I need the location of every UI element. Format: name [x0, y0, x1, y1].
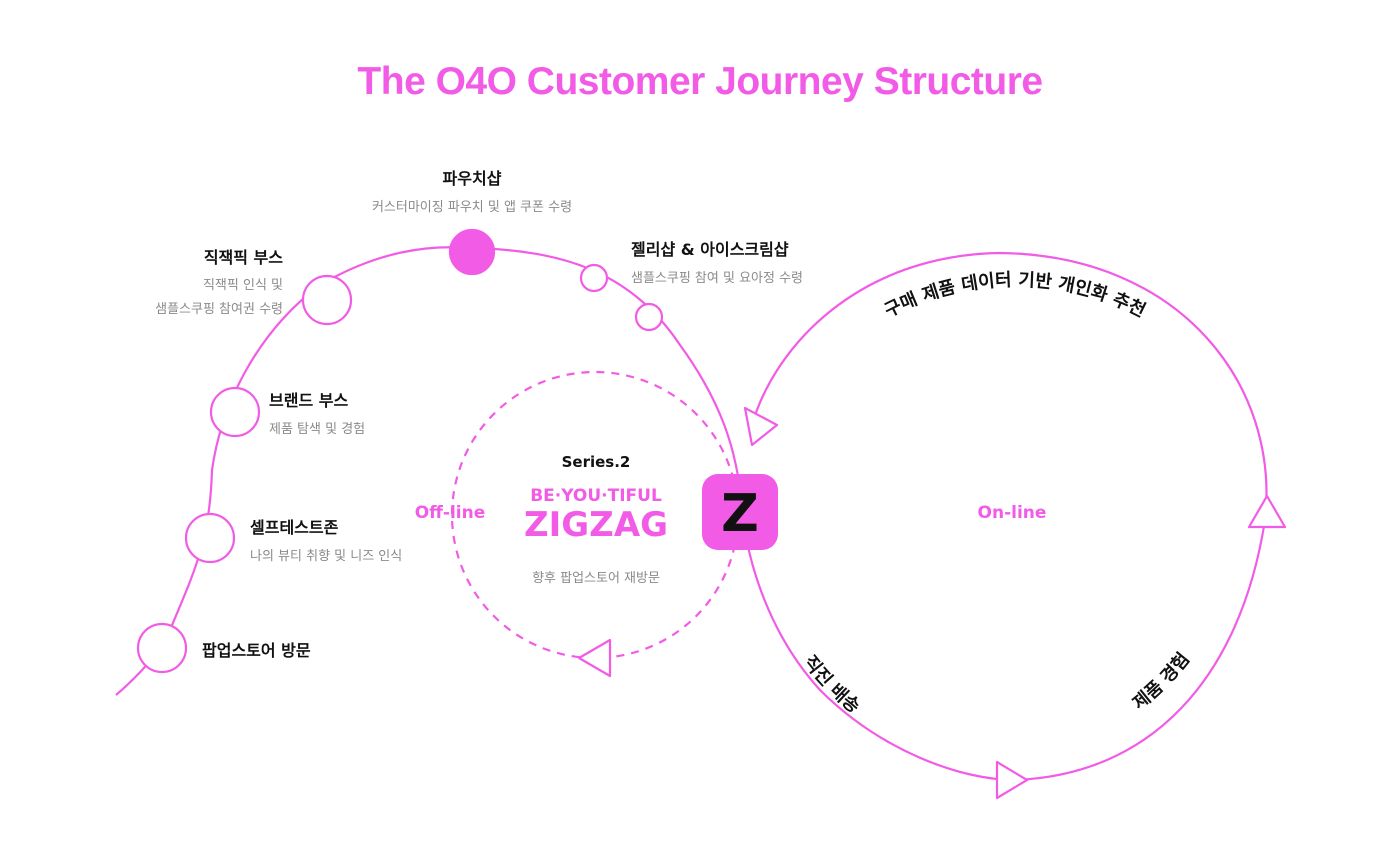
zigzag-logo-line2: ZIGZAG [524, 505, 668, 545]
zigzag-app-icon: Z [702, 474, 778, 550]
arc-label-delivery: 직진 배송 [799, 652, 864, 718]
offline-journey-arc [115, 246, 1268, 782]
brand-booth-title: 브랜드 부스 [269, 391, 348, 410]
arrow-offline-loop [577, 638, 612, 678]
online-label: On-line [978, 503, 1047, 523]
series-label: Series.2 [562, 453, 631, 471]
jelly-shop-title: 젤리샵 & 아이스크림샵 [631, 240, 789, 259]
arc-label-recommendation: 구매 제품 데이터 기반 개인화 추천 [881, 270, 1149, 322]
arrow-online-right [1247, 494, 1287, 529]
brand-booth-sub: 제품 탐색 및 경험 [269, 422, 365, 437]
node-pick-booth [301, 274, 353, 326]
arrow-online-bottom [995, 760, 1029, 800]
jelly-shop-sub: 샘플스쿠핑 참여 및 요아정 수령 [631, 271, 803, 286]
pouch-shop-title: 파우치샵 [443, 169, 502, 188]
self-test-title: 셀프테스트존 [250, 518, 339, 537]
node-brand-booth [209, 386, 261, 438]
pick-booth-title: 직잭픽 부스 [204, 248, 283, 267]
zigzag-logo-line1: BE·YOU·TIFUL [530, 486, 662, 506]
node-pouch-shop [448, 228, 496, 276]
zigzag-app-icon-letter: Z [721, 484, 759, 544]
page-title: The O4O Customer Journey Structure [357, 60, 1043, 103]
popup-visit-title: 팝업스토어 방문 [202, 641, 311, 660]
node-self-test [184, 512, 236, 564]
node-jelly-shop-2 [634, 302, 664, 332]
pick-booth-sub-2: 샘플스쿠핑 참여권 수령 [155, 302, 283, 317]
self-test-sub: 나의 뷰티 취향 및 니즈 인식 [250, 549, 402, 564]
svg-text:직진 배송: 직진 배송 [799, 652, 864, 718]
node-popup-visit [136, 622, 188, 674]
pick-booth-sub-1: 직잭픽 인식 및 [203, 278, 283, 293]
pouch-shop-sub: 커스터마이징 파우치 및 앱 쿠폰 수령 [372, 200, 572, 215]
offline-label: Off-line [415, 503, 486, 523]
svg-text:구매 제품 데이터 기반 개인화 추천: 구매 제품 데이터 기반 개인화 추천 [881, 270, 1149, 322]
node-jelly-shop-1 [579, 263, 609, 293]
arrow-online-left [743, 406, 779, 447]
revisit-text: 향후 팝업스토어 재방문 [532, 571, 660, 586]
